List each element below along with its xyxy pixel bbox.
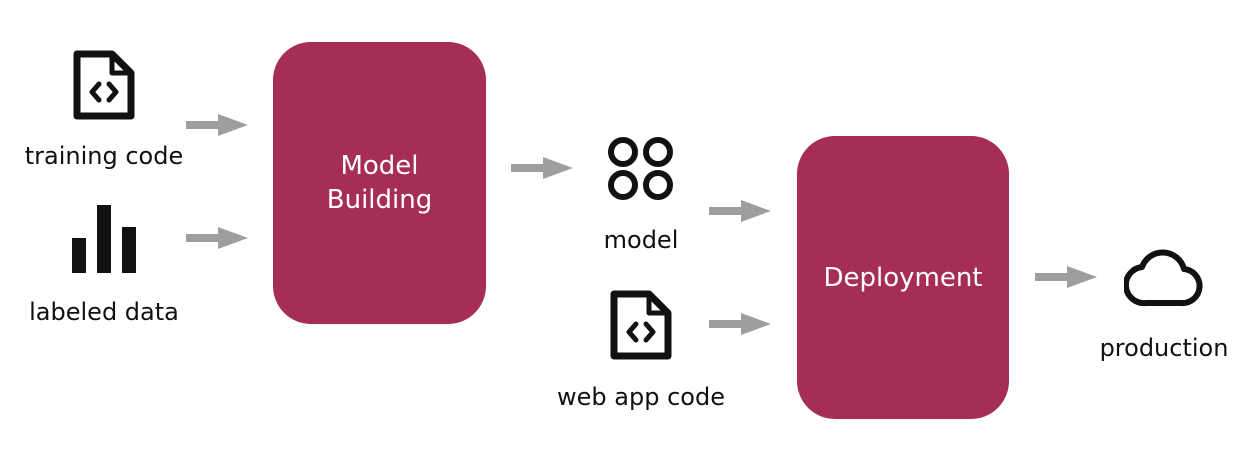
arrow-deployment-to-production [1035, 266, 1097, 288]
arrow-data-to-model-building [186, 227, 248, 249]
cloud-icon [1124, 249, 1203, 307]
training-code-file-icon [73, 50, 135, 120]
model-building-box: Model Building [273, 42, 486, 324]
web-app-code-file-icon [610, 290, 672, 360]
model-building-title-line2: Building [326, 185, 433, 215]
labeled-data-label: labeled data [29, 298, 179, 326]
arrow-web-app-code-to-deployment [709, 313, 771, 335]
deployment-title: Deployment [823, 262, 983, 293]
deployment-box: Deployment [797, 136, 1009, 419]
production-label: production [1099, 334, 1229, 362]
training-code-label: training code [24, 142, 184, 170]
model-label: model [603, 226, 679, 254]
model-building-title-line1: Model [340, 151, 419, 181]
arrow-model-to-deployment [709, 200, 771, 222]
model-circles-icon [608, 137, 673, 200]
arrow-training-to-model-building [186, 114, 248, 136]
web-app-code-label: web app code [557, 383, 725, 411]
labeled-data-bar-chart-icon [72, 205, 136, 273]
arrow-model-building-to-model [511, 157, 573, 179]
